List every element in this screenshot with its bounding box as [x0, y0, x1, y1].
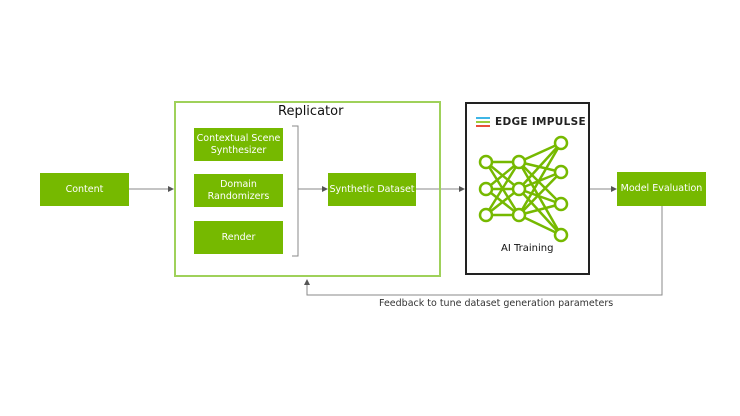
synthetic-dataset-node: Synthetic Dataset	[328, 173, 416, 206]
replicator-frame	[174, 101, 441, 277]
render-label: Render	[221, 231, 256, 243]
network-node	[553, 135, 569, 151]
synthetic-label: Synthetic Dataset	[329, 183, 415, 195]
network-edge	[518, 141, 562, 164]
network-node	[478, 154, 494, 170]
network-edge	[484, 161, 521, 216]
network-node	[511, 181, 527, 197]
edge-impulse-text: EDGE IMPULSE	[495, 116, 586, 128]
domain-randomizers-node: Domain Randomizers	[194, 174, 283, 207]
network-edge	[518, 188, 562, 236]
domain-label-1: Domain	[220, 178, 257, 190]
network-node	[553, 196, 569, 212]
model-eval-label: Model Evaluation	[620, 183, 703, 194]
network-node	[553, 164, 569, 180]
network-node	[478, 207, 494, 223]
content-node: Content	[40, 173, 129, 206]
network-edge	[518, 161, 562, 205]
neural-network-icon	[478, 135, 569, 243]
network-edge	[518, 187, 562, 206]
network-edge	[518, 213, 562, 237]
ai-training-label: AI Training	[501, 243, 554, 254]
network-edge	[517, 142, 563, 216]
feedback-line	[304, 206, 663, 296]
network-node	[478, 181, 494, 197]
edge-impulse-logo-icon	[476, 117, 490, 127]
edge-impulse-logo: EDGE IMPULSE	[475, 116, 586, 128]
contextual-scene-synthesizer-node: Contextual Scene Synthesizer	[194, 128, 283, 161]
network-node	[511, 154, 527, 170]
domain-label-2: Randomizers	[207, 190, 270, 202]
content-label: Content	[65, 183, 104, 195]
network-node	[511, 207, 527, 223]
render-node: Render	[194, 221, 283, 254]
bracket	[292, 125, 299, 257]
ai-training-box	[465, 102, 590, 275]
network-edge	[518, 142, 562, 190]
contextual-label-2: Synthesizer	[210, 144, 267, 156]
network-edge	[517, 161, 563, 236]
network-edge	[518, 171, 562, 216]
model-evaluation-node: Model Evaluation	[617, 172, 706, 206]
feedback-label: Feedback to tune dataset generation para…	[379, 298, 614, 309]
network-node	[553, 227, 569, 243]
replicator-title: Replicator	[278, 104, 344, 119]
contextual-label-1: Contextual Scene	[196, 132, 281, 144]
